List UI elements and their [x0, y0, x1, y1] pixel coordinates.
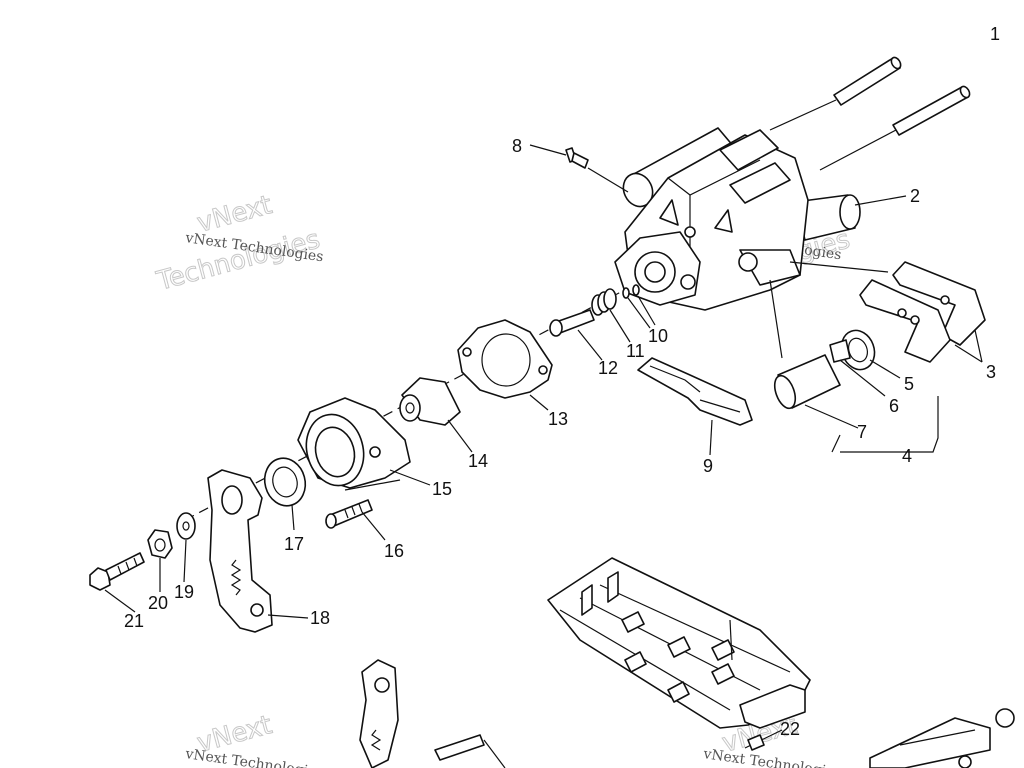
callout-17: 17	[284, 534, 304, 554]
part-13-gasket	[457, 319, 553, 411]
callout-18: 18	[310, 608, 330, 628]
part-4-bracket	[831, 396, 939, 453]
part-17-washer	[263, 457, 307, 531]
part-19-washer	[176, 512, 196, 583]
callout-22: 22	[780, 719, 800, 739]
callout-3: 3	[986, 362, 996, 382]
callout-21: 21	[124, 611, 144, 631]
callout-9: 9	[703, 456, 713, 476]
callout-8: 8	[512, 136, 522, 156]
bottom-right-bracket	[869, 708, 1015, 768]
callout-12: 12	[598, 358, 618, 378]
callout-20: 20	[148, 593, 168, 613]
watermark-small-text: vNext Technologies	[183, 746, 324, 768]
part-16-bolt	[325, 499, 386, 541]
callout-1: 1	[990, 24, 1000, 44]
part-9-shim	[637, 357, 753, 456]
part-10-o-ring	[622, 284, 656, 329]
watermark-large-line1: vNext	[194, 190, 275, 239]
callout-10: 10	[648, 326, 668, 346]
part-8-bleeder-screw	[529, 144, 629, 193]
part-11-spring	[591, 288, 631, 343]
callout-14: 14	[468, 451, 488, 471]
part-12-pin	[549, 309, 603, 361]
callout-2: 2	[910, 186, 920, 206]
watermark-small-text: vNext Technologies	[701, 746, 842, 768]
part-3-brake-pads	[789, 261, 986, 363]
part-21-bolt	[89, 552, 145, 613]
callout-6: 6	[889, 396, 899, 416]
part-1-pins	[769, 56, 971, 171]
callout-labels: 1 2 3 4 5 6 7 8 9 10 11 12 13 14 15 16 1…	[124, 24, 1000, 739]
watermark-top-left: vNext Technologies vNext Technologies	[153, 190, 325, 298]
callout-16: 16	[384, 541, 404, 561]
callout-7: 7	[857, 422, 867, 442]
callout-4: 4	[902, 446, 912, 466]
watermark-bottom-left: vNext vNext Technologies	[183, 710, 324, 768]
part-20-nut	[147, 529, 173, 592]
callout-5: 5	[904, 374, 914, 394]
part-2-caliper-body	[614, 127, 907, 311]
footrest-tray	[547, 557, 811, 751]
part-7-piston	[769, 279, 859, 429]
part-15-housing	[297, 397, 431, 491]
part-14-adapter	[399, 377, 473, 453]
bottom-left-lever	[359, 659, 506, 768]
part-6-dust-boot	[829, 339, 886, 397]
part-18-lever	[207, 469, 309, 633]
callout-19: 19	[174, 582, 194, 602]
callout-13: 13	[548, 409, 568, 429]
callout-11: 11	[626, 341, 645, 361]
callout-15: 15	[432, 479, 452, 499]
